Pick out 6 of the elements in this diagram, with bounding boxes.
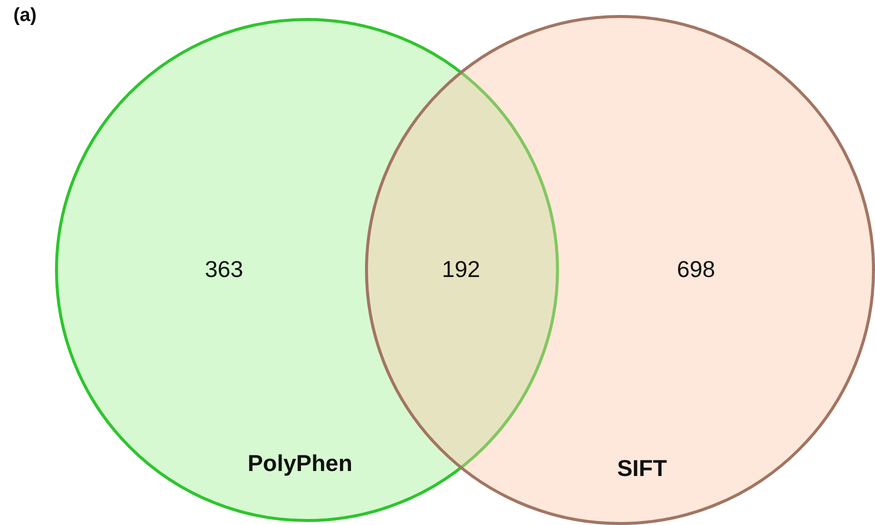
count-label: 363: [204, 256, 244, 283]
panel-label: (a): [13, 5, 37, 27]
count-label: 698: [676, 256, 716, 283]
count-label: 192: [442, 256, 480, 283]
set-label: SIFT: [617, 455, 667, 482]
set-label: PolyPhen: [248, 450, 352, 477]
